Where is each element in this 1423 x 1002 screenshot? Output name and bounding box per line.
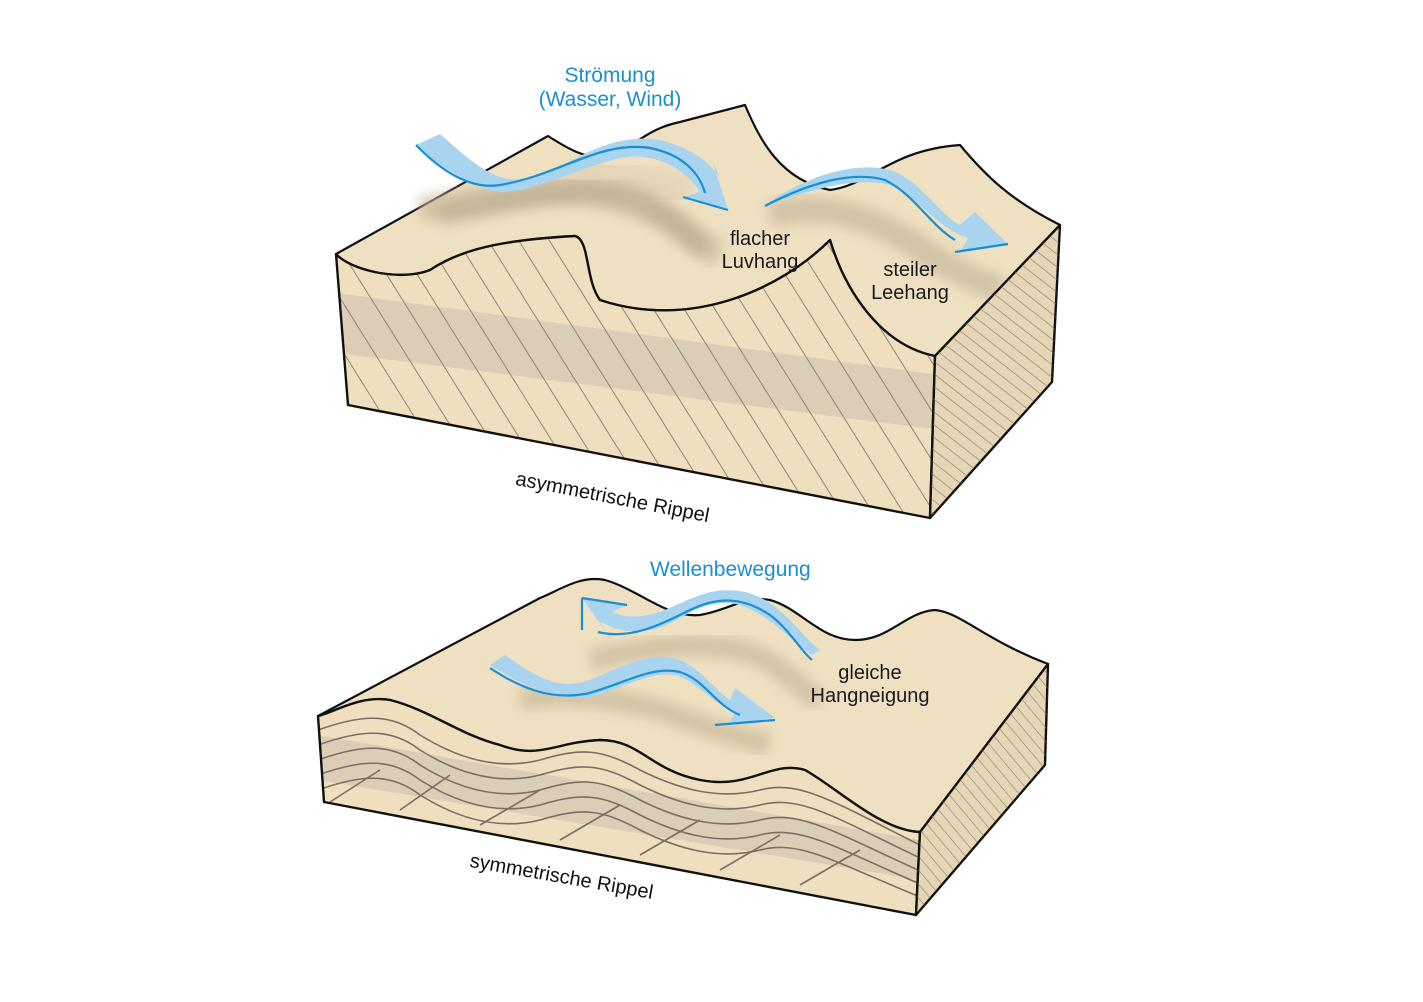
lee-label-line1: steiler (883, 259, 937, 281)
lee-slope-label: steiler Leehang (855, 259, 965, 305)
asymmetric-ripple-block (334, 103, 1062, 520)
luv-label-line1: flacher (729, 228, 791, 250)
luv-slope-label: flacher Luvhang (705, 228, 815, 274)
symmetric-ripple-block (316, 577, 1050, 917)
equal-slope-label: gleiche Hangneigung (795, 662, 945, 708)
flow-label-line2: (Wasser, Wind) (538, 88, 682, 112)
luv-label-line2: Luvhang (721, 251, 799, 273)
wave-arrow-front (490, 655, 775, 725)
flow-arrow-2 (765, 167, 1008, 252)
flow-label: Strömung (Wasser, Wind) (520, 64, 700, 112)
slope-label-line2: Hangneigung (810, 685, 930, 707)
wave-arrow-back (582, 590, 820, 655)
flow-arrow-1 (416, 134, 728, 210)
slope-label-line1: gleiche (838, 662, 902, 684)
wave-label: Wellenbewegung (650, 558, 811, 581)
lee-label-line2: Leehang (871, 282, 949, 304)
flow-label-line1: Strömung (564, 64, 656, 87)
